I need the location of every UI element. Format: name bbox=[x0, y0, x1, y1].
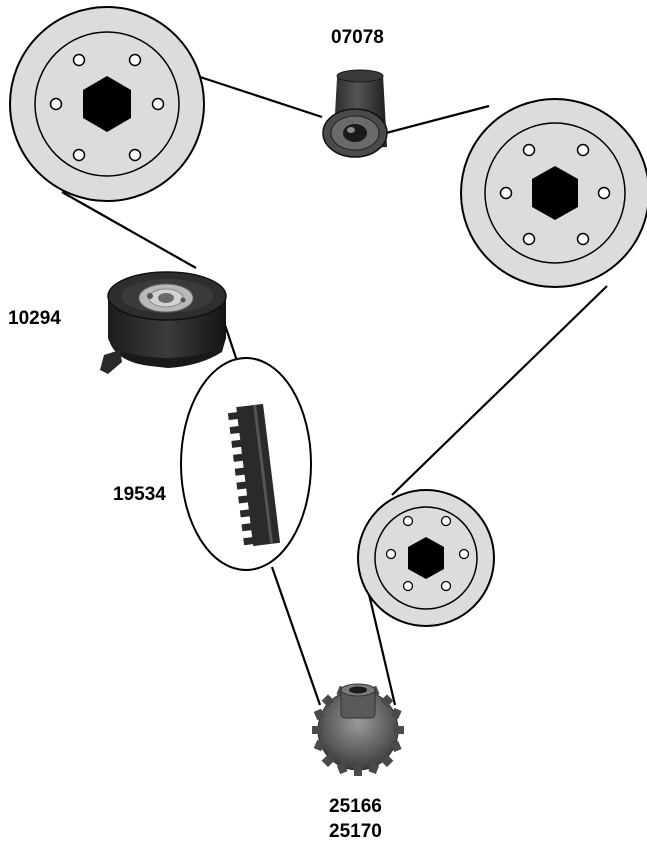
hexagon-icon bbox=[532, 166, 578, 220]
tensioner bbox=[100, 271, 227, 374]
part-label-tensioner: 10294 bbox=[8, 308, 61, 329]
belt-line-pump-to-crank bbox=[366, 589, 397, 706]
belt-lines bbox=[61, 74, 608, 706]
belt-inset bbox=[180, 357, 312, 571]
gear-teeth bbox=[312, 684, 404, 776]
part-label-idler: 07078 bbox=[331, 27, 384, 48]
injection-pump-pulley bbox=[460, 98, 647, 288]
idler-roller bbox=[322, 69, 388, 158]
bolt-hole-icon bbox=[385, 515, 470, 592]
part-label-crank-gear-1: 25166 bbox=[329, 796, 382, 817]
belt-line-injection-to-pump bbox=[391, 285, 608, 496]
belt-teeth bbox=[227, 411, 256, 546]
belt-line-camshaft-to-tensioner bbox=[61, 191, 197, 269]
belt-segment bbox=[227, 403, 281, 547]
hexagon-icon bbox=[83, 76, 131, 132]
bolt-hole-icon bbox=[49, 53, 165, 162]
hexagon-icon bbox=[408, 537, 444, 579]
belt-line-idler-to-injection bbox=[385, 104, 490, 135]
part-label-crank-gear-2: 25170 bbox=[329, 821, 382, 842]
crankshaft-gear bbox=[312, 683, 404, 776]
water-pump-pulley bbox=[357, 489, 495, 627]
part-label-belt: 19534 bbox=[113, 484, 166, 505]
belt-line-camshaft-to-idler bbox=[196, 74, 323, 119]
camshaft-pulley bbox=[9, 6, 205, 202]
belt-line-inset-to-crank bbox=[270, 566, 322, 706]
bolt-hole-icon bbox=[499, 143, 611, 246]
